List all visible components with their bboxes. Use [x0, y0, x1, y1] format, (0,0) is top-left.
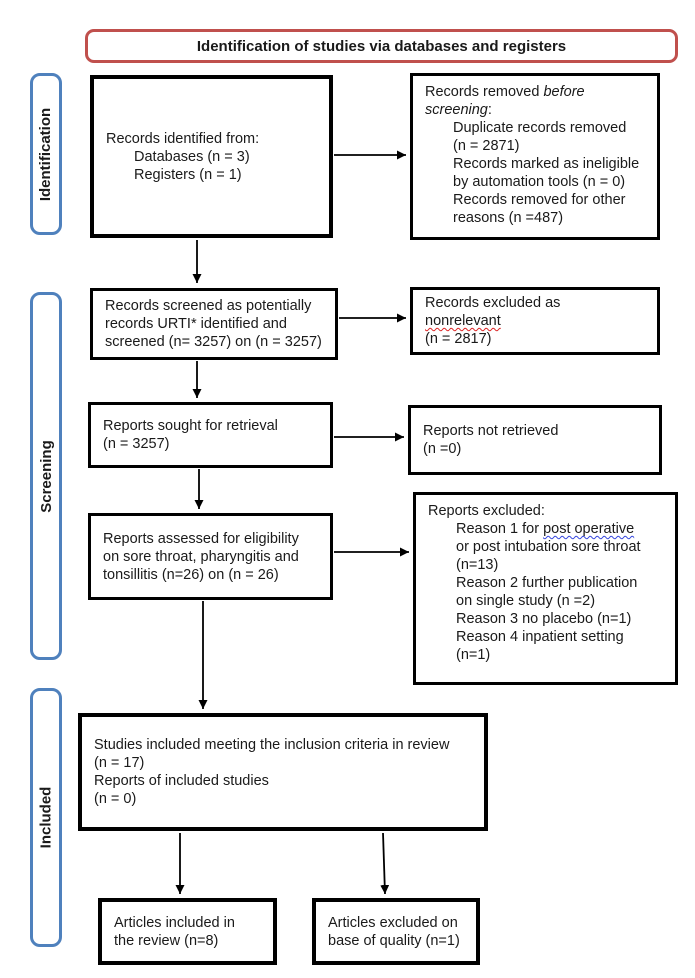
text-line: Reports assessed for eligibility — [103, 530, 299, 547]
text-line: (n = 17) — [94, 755, 145, 771]
box-records-excluded: Records excluded as nonrelevant (n = 281… — [410, 287, 660, 355]
box-articles-excluded: Articles excluded on base of quality (n=… — [312, 898, 480, 965]
box-studies-included: Studies included meeting the inclusion c… — [78, 713, 488, 831]
box-articles-included: Articles included in the review (n=8) — [98, 898, 277, 965]
box-reports-sought: Reports sought for retrieval (n = 3257) — [88, 402, 333, 468]
text-line: Records screened as potentially — [105, 298, 312, 314]
text-line: the review (n=8) — [114, 932, 219, 949]
grammar-flagged-phrase: post operative — [543, 521, 635, 537]
text-line: Reason 2 further publication — [456, 575, 638, 591]
text-line: Reports not retrieved — [423, 423, 559, 439]
text-line: Records excluded as — [425, 295, 561, 311]
stage-screening: Screening — [30, 292, 62, 660]
text-line: Studies included meeting the inclusion c… — [94, 737, 450, 753]
text-line: screening: — [425, 102, 492, 118]
stage-identification-label: Identification — [37, 107, 55, 201]
box-reports-not-retrieved: Reports not retrieved (n =0) — [408, 405, 662, 475]
text-line: Duplicate records removed — [453, 120, 627, 136]
stage-identification: Identification — [30, 73, 62, 235]
text-line: Registers (n = 1) — [134, 166, 242, 183]
box-records-identified: Records identified from: Databases (n = … — [90, 75, 333, 238]
text-line: records URTI* identified and — [105, 316, 287, 332]
box-records-screened: Records screened as potentially records … — [90, 288, 338, 360]
text-line: or post intubation sore throat — [456, 539, 641, 555]
text-line: (n=13) — [456, 557, 499, 573]
text-line: reasons (n =487) — [453, 210, 564, 226]
misspelled-word: nonrelevant — [425, 313, 501, 329]
box-records-removed: Records removed before screening: Duplic… — [410, 73, 660, 240]
arrow-included-to-articles-excluded — [380, 832, 390, 895]
text-line: Articles included in — [114, 914, 235, 931]
text-line: Reason 3 no placebo (n=1) — [456, 611, 632, 627]
text-line: tonsillitis (n=26) on (n = 26) — [103, 566, 279, 583]
text-line: Databases (n = 3) — [134, 148, 250, 165]
text-line: Reason 4 inpatient setting — [456, 629, 624, 645]
text-line: Articles excluded on — [328, 914, 458, 931]
text-line: Records removed before — [425, 84, 585, 100]
text-line: (n =0) — [423, 441, 462, 457]
text-line: (n = 2817) — [425, 331, 492, 347]
text-line: screened (n= 3257) on (n = 3257) — [105, 334, 322, 350]
diagram-header-label: Identification of studies via databases … — [196, 37, 567, 55]
stage-included: Included — [30, 688, 62, 947]
text-line: Reports of included studies — [94, 773, 269, 789]
text-line: nonrelevant — [425, 312, 653, 330]
text-line: Records removed for other — [453, 192, 626, 208]
text-line: Reports sought for retrieval — [103, 418, 278, 434]
diagram-header: Identification of studies via databases … — [85, 29, 678, 63]
text-line: on sore throat, pharyngitis and — [103, 548, 299, 565]
text-line: Records marked as ineligible — [453, 156, 640, 172]
text-line: by automation tools (n = 0) — [453, 174, 626, 190]
box-reports-excluded: Reports excluded: Reason 1 for post oper… — [413, 492, 678, 685]
text-line: on single study (n =2) — [456, 593, 596, 609]
stage-included-label: Included — [37, 786, 55, 849]
text-line: (n = 3257) — [103, 436, 170, 452]
text-line: Reason 1 for post operative — [456, 521, 635, 537]
text-line: (n = 2871) — [453, 138, 520, 154]
text-line: Records identified from: — [106, 130, 260, 147]
box-reports-assessed: Reports assessed for eligibility on sore… — [88, 513, 333, 600]
text-line: Reports excluded: — [428, 503, 545, 519]
text-line: base of quality (n=1) — [328, 932, 460, 949]
text-line: (n = 0) — [94, 791, 137, 807]
stage-screening-label: Screening — [37, 439, 55, 513]
text-line: (n=1) — [456, 647, 491, 663]
